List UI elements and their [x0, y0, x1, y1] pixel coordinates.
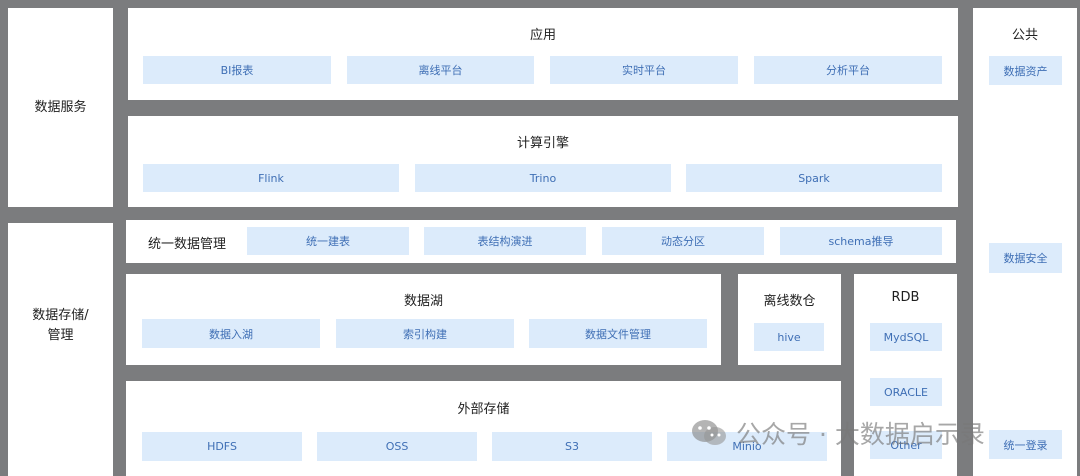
lake-chip-index-build: 索引构建	[336, 319, 514, 348]
external-chip-hdfs: HDFS	[142, 432, 302, 461]
offline-warehouse-layer: 离线数仓 hive	[738, 274, 841, 365]
common-title: 公共	[1011, 28, 1038, 43]
compute-chip-trino: Trino	[415, 164, 671, 192]
offline-warehouse-title: 离线数仓	[763, 294, 816, 309]
external-chip-s3: S3	[492, 432, 652, 461]
rdb-title: RDB	[891, 290, 920, 305]
wechat-icon	[692, 420, 726, 445]
external-storage-title: 外部存储	[457, 402, 510, 417]
side-panel-data-storage: 数据存储/ 管理	[8, 223, 113, 476]
rdb-chip-mysql: MydSQL	[870, 323, 942, 351]
compute-chip-flink: Flink	[143, 164, 399, 192]
app-chip-analysis-platform: 分析平台	[754, 56, 942, 84]
unified-data-management-title: 统一数据管理	[148, 237, 227, 252]
external-chip-minio: Minio	[667, 432, 827, 461]
watermark-text: 公众号 · 大数据启示录	[736, 420, 985, 449]
watermark: 公众号 · 大数据启示录	[690, 416, 985, 450]
app-chip-realtime-platform: 实时平台	[550, 56, 738, 84]
app-chip-bi-report: BI报表	[143, 56, 331, 84]
side-label-data-services: 数据服务	[34, 100, 87, 115]
unified-chip-schema-evolution: 表结构演进	[424, 227, 586, 255]
compute-chip-spark: Spark	[686, 164, 942, 192]
offline-chip-hive: hive	[754, 323, 824, 351]
app-layer: 应用 BI报表 离线平台 实时平台 分析平台	[128, 8, 958, 100]
rdb-chip-oracle: ORACLE	[870, 378, 942, 406]
external-storage-layer: 外部存储 HDFS OSS S3 Minio	[126, 381, 841, 476]
side-label-data-storage-line1: 数据存储/	[32, 308, 89, 323]
lake-chip-file-management: 数据文件管理	[529, 319, 707, 348]
app-chip-offline-platform: 离线平台	[347, 56, 534, 84]
unified-chip-dynamic-partition: 动态分区	[602, 227, 764, 255]
compute-engine-layer: 计算引擎 Flink Trino Spark	[128, 116, 958, 207]
common-chip-data-assets: 数据资产	[989, 56, 1062, 85]
common-chip-unified-login: 统一登录	[989, 430, 1062, 459]
unified-data-management-layer: 统一数据管理 统一建表 表结构演进 动态分区 schema推导	[126, 220, 956, 263]
data-lake-layer: 数据湖 数据入湖 索引构建 数据文件管理	[126, 274, 721, 365]
common-layer: 公共 数据资产 数据安全 统一登录	[973, 8, 1077, 476]
unified-chip-create-table: 统一建表	[247, 227, 409, 255]
unified-chip-schema-inference: schema推导	[780, 227, 942, 255]
common-chip-data-security: 数据安全	[989, 243, 1062, 273]
compute-engine-title: 计算引擎	[516, 136, 569, 151]
rdb-layer: RDB MydSQL ORACLE Other	[854, 274, 957, 476]
lake-chip-ingest: 数据入湖	[142, 319, 320, 348]
side-panel-data-services: 数据服务	[8, 8, 113, 207]
rdb-chip-other: Other	[870, 431, 942, 459]
external-chip-oss: OSS	[317, 432, 477, 461]
side-label-data-storage-line2: 管理	[47, 328, 74, 343]
data-lake-title: 数据湖	[403, 294, 443, 309]
app-layer-title: 应用	[529, 28, 556, 43]
